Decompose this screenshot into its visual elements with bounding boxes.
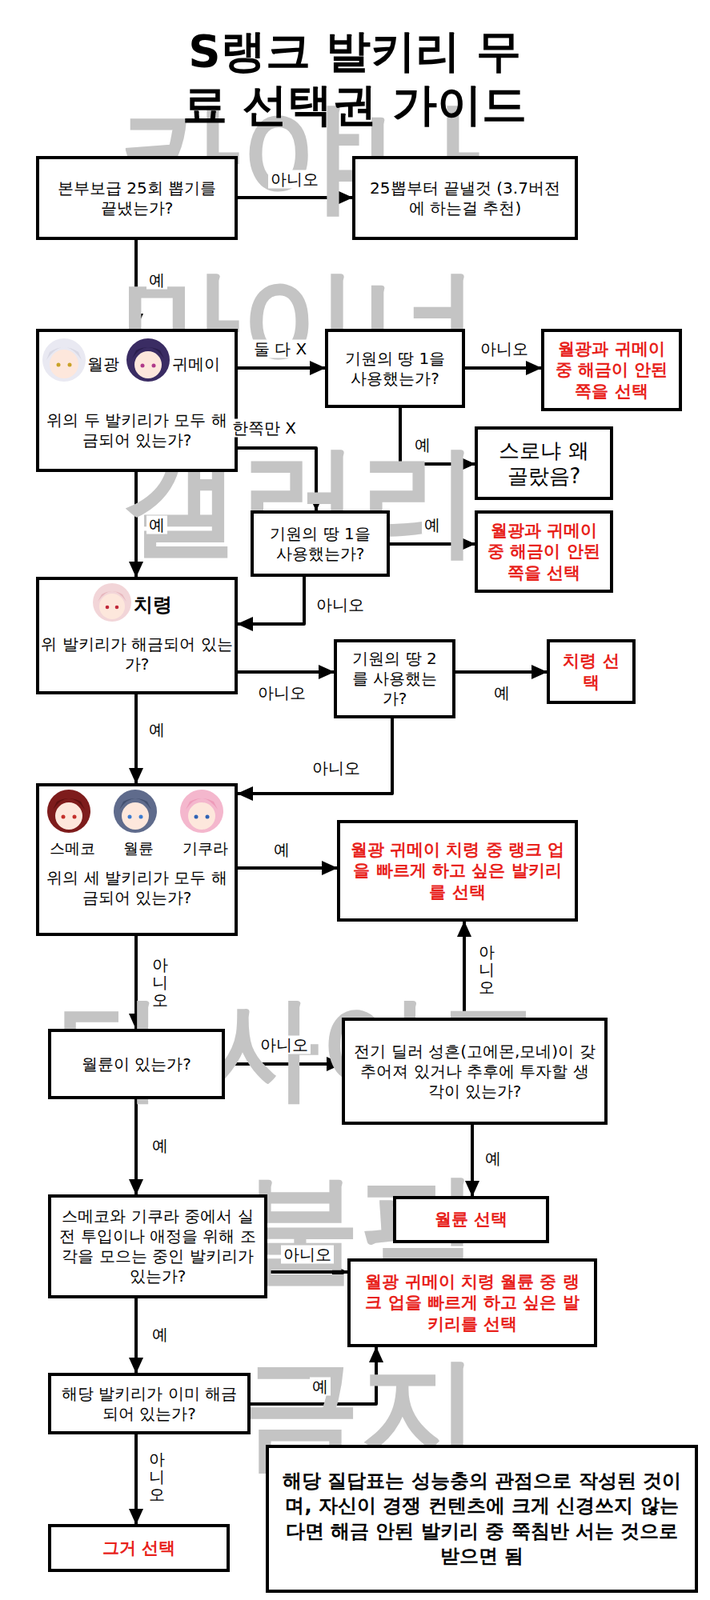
edge-label: 예	[149, 1137, 171, 1156]
node-text: 기쿠라	[172, 839, 238, 859]
node-text: 해당 발키리가 이미 해금되어 있는가?	[59, 1384, 240, 1425]
flow-arrow	[237, 866, 337, 871]
edge-label: 아니오	[257, 1036, 311, 1055]
edge-label: 예	[491, 684, 513, 703]
decision-box: 기원의 땅 1을 사용했는가?	[324, 328, 466, 409]
node-text: 위의 세 발키리가 모두 해금되어 있는가?	[39, 868, 235, 909]
edge-label: 예	[146, 721, 168, 740]
edge-label: 한쪽만 X	[229, 419, 299, 438]
result-box: 월광과 귀메이 중 해금이 안된 쪽을 선택	[474, 510, 614, 594]
node-text: 월광	[87, 354, 120, 375]
result-box: 월륜 선택	[393, 1196, 550, 1244]
portrait	[47, 790, 91, 834]
portrait	[113, 790, 157, 834]
result-box: 그거 선택	[48, 1524, 230, 1573]
result-box: 스로냐 왜 골랐음?	[474, 426, 614, 501]
node-text: 월륜	[105, 839, 172, 859]
flow-arrow	[455, 670, 547, 674]
edge-label: 아니오	[268, 170, 321, 189]
result-box: 월광과 귀메이 중 해금이 안된 쪽을 선택	[541, 328, 682, 412]
node-text: 그거 선택	[102, 1538, 176, 1560]
edge-label: 아니오	[255, 684, 309, 703]
decision-box: 치령위 발키리가 해금되어 있는가?	[36, 577, 238, 695]
decision-box: 기원의 땅 1을 사용했는가?	[250, 510, 390, 578]
edge-label: 둘 다 X	[251, 340, 309, 359]
decision-box: 월륜이 있는가?	[48, 1029, 225, 1100]
node-text: 스메코와 기쿠라 중에서 실전 투입이나 애정을 위해 조각을 모으는 중인 발…	[59, 1207, 257, 1288]
node-text: 기원의 땅 1을 사용했는가?	[261, 524, 379, 565]
flow-arrow	[134, 694, 138, 784]
result-box: 치령 선택	[546, 639, 636, 705]
node-text: 기원의 땅 1을 사용했는가?	[336, 348, 454, 390]
node-text: 월륜이 있는가?	[81, 1054, 192, 1076]
node-text: 월광 귀메이 치령 중 랭크 업을 빠르게 하고 싶은 발키리를 선택	[348, 839, 567, 903]
decision-box: 해당 발키리가 이미 해금되어 있는가?	[48, 1373, 251, 1436]
edge-label: 아니오	[477, 340, 531, 359]
edge-label: 예	[146, 271, 168, 290]
note-box: 25뽑부터 끝낼것 (3.7버전에 하는걸 추천)	[352, 156, 578, 241]
title: S랭크 발키리 무료 선택권 가이드	[114, 24, 595, 132]
node-text: 전기 딜러 성흔(고에몬,모네)이 갖추어져 있거나 추후에 투자할 생각이 있…	[352, 1042, 597, 1103]
node-text: 스메코	[39, 839, 105, 859]
edge-label: 아니오	[476, 943, 498, 997]
edge-label: 예	[421, 516, 443, 535]
edge-label: 아니오	[280, 1246, 334, 1265]
node-text: 치령	[133, 593, 173, 618]
node-text: 기원의 땅 2를 사용했는가?	[344, 649, 445, 710]
decision-box: 본부보급 25회 뽑기를 끝냈는가?	[36, 156, 238, 241]
flow-arrow	[237, 670, 334, 674]
decision-box: 기원의 땅 2를 사용했는가?	[333, 639, 456, 719]
node-text: 위 발키리가 해금되어 있는가?	[39, 634, 235, 675]
decision-box: 전기 딜러 성흔(고에몬,모네)이 갖추어져 있거나 추후에 투자할 생각이 있…	[341, 1018, 608, 1126]
edge-label: 아니오	[146, 1451, 168, 1505]
node-text: 해당 질답표는 성능충의 관점으로 작성된 것이며, 자신이 경쟁 컨텐츠에 크…	[280, 1469, 684, 1570]
node-text: 25뽑부터 끝낼것 (3.7버전에 하는걸 추천)	[363, 178, 567, 219]
edge-label: 예	[149, 1326, 171, 1345]
node-text: 치령 선택	[557, 650, 625, 694]
note-box: 해당 질답표는 성능충의 관점으로 작성된 것이며, 자신이 경쟁 컨텐츠에 크…	[265, 1445, 698, 1594]
flow-arrow	[134, 1435, 138, 1525]
edge-label: 예	[146, 516, 168, 535]
node-text: 위의 두 발키리가 모두 해금되어 있는가?	[39, 410, 235, 451]
node-text: 본부보급 25회 뽑기를 끝냈는가?	[47, 178, 227, 219]
flow-arrow	[134, 1299, 138, 1374]
portrait	[180, 790, 224, 834]
edge-label: 예	[309, 1378, 331, 1397]
portrait	[126, 338, 170, 382]
decision-box: 스메코와 기쿠라 중에서 실전 투입이나 애정을 위해 조각을 모으는 중인 발…	[48, 1195, 268, 1300]
node-text: 월광과 귀메이 중 해금이 안된 쪽을 선택	[485, 520, 602, 584]
node-text: 귀메이	[172, 354, 221, 375]
node-text: 월륜 선택	[434, 1209, 508, 1231]
node-text: 스로냐 왜 골랐음?	[485, 437, 602, 490]
edge-label: 예	[271, 841, 293, 860]
node-text: 월광 귀메이 치령 월륜 중 랭크 업을 빠르게 하고 싶은 발키리를 선택	[358, 1271, 586, 1336]
edge-label: 예	[482, 1150, 504, 1169]
flow-arrow	[237, 718, 393, 795]
flow-arrow	[134, 1099, 138, 1196]
portrait	[42, 338, 86, 382]
edge-label: 아니오	[313, 596, 367, 615]
portrait	[92, 583, 132, 622]
edge-label: 아니오	[309, 759, 363, 779]
flow-arrow	[237, 577, 305, 625]
node-text: 월광과 귀메이 중 해금이 안된 쪽을 선택	[552, 338, 671, 402]
edge-label: 아니오	[149, 956, 171, 1010]
edge-label: 예	[412, 436, 434, 455]
result-box: 월광 귀메이 치령 중 랭크 업을 빠르게 하고 싶은 발키리를 선택	[336, 820, 578, 923]
result-box: 월광 귀메이 치령 월륜 중 랭크 업을 빠르게 하고 싶은 발키리를 선택	[347, 1259, 598, 1348]
